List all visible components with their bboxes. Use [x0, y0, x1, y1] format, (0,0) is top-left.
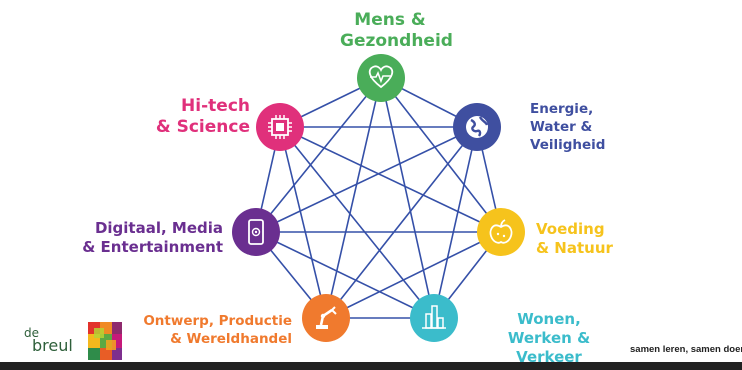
- edge-voeding-hitech: [279, 126, 502, 233]
- node-digitaal: [232, 208, 280, 256]
- tagline: samen leren, samen doen.: [630, 344, 742, 355]
- node-mens: [357, 54, 405, 102]
- edge-wonen-hitech: [279, 126, 435, 319]
- node-wonen: [410, 294, 458, 342]
- apple-icon: [489, 219, 513, 244]
- edge-ontwerp-hitech: [279, 126, 327, 319]
- edge-energie-digitaal: [255, 126, 478, 233]
- label-mens: Mens & Gezondheid: [340, 10, 453, 51]
- logo-breul: breul: [32, 336, 73, 355]
- theme-nodes: [232, 54, 525, 342]
- label-wonen: Wonen, Werken & Verkeer: [507, 310, 591, 366]
- logo-de: de: [24, 326, 39, 340]
- edge-mens-voeding: [380, 77, 502, 233]
- label-ontwerp: Ontwerp, Productie & Wereldhandel: [143, 313, 292, 347]
- edge-mens-wonen: [380, 77, 435, 319]
- node-voeding-circle: [477, 208, 525, 256]
- heart-pulse-icon: [368, 65, 394, 89]
- edge-voeding-ontwerp: [325, 231, 502, 319]
- node-ontwerp: [302, 294, 350, 342]
- label-voeding: Voeding & Natuur: [536, 220, 613, 257]
- node-hitech: [256, 103, 304, 151]
- edge-mens-digitaal: [255, 77, 382, 233]
- bottom-bar: [0, 362, 742, 370]
- node-voeding: [477, 208, 525, 256]
- edge-mens-ontwerp: [325, 77, 382, 319]
- node-mens-circle: [357, 54, 405, 102]
- node-energie: [453, 103, 501, 151]
- edge-energie-ontwerp: [325, 126, 478, 319]
- edge-energie-wonen: [433, 126, 478, 319]
- robot-arm-icon: [316, 306, 337, 329]
- node-wonen-circle: [410, 294, 458, 342]
- globe-icon: [466, 116, 489, 138]
- edge-wonen-digitaal: [255, 231, 435, 319]
- label-hitech: Hi-tech & Science: [155, 96, 250, 137]
- city-icon: [422, 305, 446, 329]
- smartphone-icon: [248, 219, 264, 245]
- breul-logo-mark: [88, 322, 122, 360]
- chip-icon: [268, 115, 292, 139]
- node-ontwerp-circle: [302, 294, 350, 342]
- label-digitaal: Digitaal, Media & Entertainment: [82, 219, 223, 256]
- label-energie: Energie, Water & Veiligheid: [530, 101, 606, 153]
